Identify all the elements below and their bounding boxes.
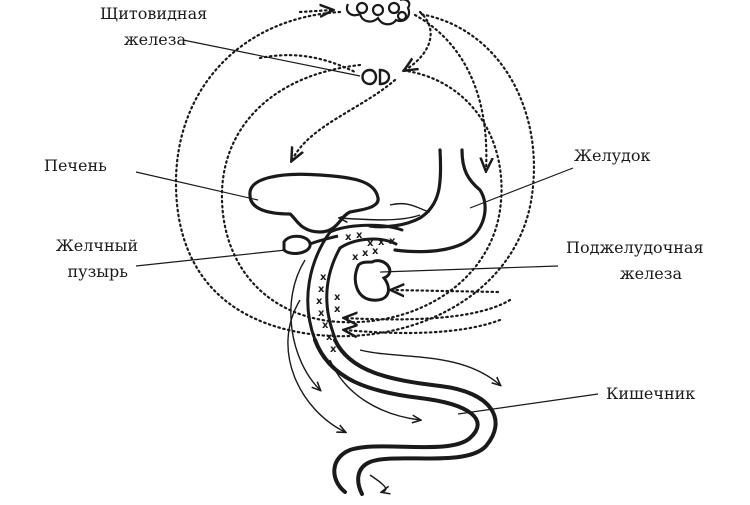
intestine-loop-line (345, 300, 510, 319)
liver (250, 174, 378, 232)
outer-circulation-circle (176, 12, 534, 336)
label-gallbladder-line2: пузырь (20, 262, 128, 282)
circulation-circles (176, 10, 534, 336)
label-gallbladder-line1: Желчный (20, 236, 138, 256)
svg-text:x: x (316, 296, 323, 307)
svg-text:x: x (356, 230, 363, 241)
label-thyroid-line2: железа (100, 30, 186, 50)
label-intestine: Кишечник (606, 384, 695, 404)
thyroid-to-parathyroid-line (405, 12, 431, 70)
svg-text:x: x (352, 252, 359, 263)
svg-text:x: x (378, 237, 385, 248)
small-gland (363, 70, 390, 84)
label-stomach: Желудок (574, 146, 651, 166)
pancreas (355, 261, 389, 301)
pancreas-return-line (392, 290, 498, 292)
svg-text:x: x (334, 304, 341, 315)
label-pancreas-line1: Поджелудочная (566, 238, 704, 258)
svg-text:x: x (320, 272, 327, 283)
svg-text:x: x (326, 332, 333, 343)
svg-text:x: x (334, 292, 341, 303)
circle-to-thyroid-line (300, 10, 332, 12)
stomach (370, 150, 485, 252)
thyroid-feed-line (260, 55, 355, 72)
thyroid-gland (347, 0, 409, 24)
leader-gallbladder (136, 250, 286, 266)
label-liver: Печень (44, 156, 107, 176)
leader-stomach (470, 168, 573, 208)
label-pancreas-line2: железа (566, 264, 682, 284)
svg-text:x: x (372, 246, 379, 257)
svg-text:x: x (389, 236, 396, 247)
svg-text:x: x (318, 308, 325, 319)
leader-liver (136, 172, 258, 200)
svg-text:x: x (318, 284, 325, 295)
svg-text:x: x (322, 320, 329, 331)
gallbladder (284, 236, 338, 253)
svg-text:x: x (362, 248, 369, 259)
label-thyroid-line1: Щитовидная (100, 4, 190, 24)
thyroid-to-liver-line (292, 80, 395, 160)
leader-lines (136, 40, 598, 414)
svg-text:x: x (345, 232, 352, 243)
leader-pancreas (380, 266, 558, 272)
leader-thyroid (183, 40, 360, 76)
